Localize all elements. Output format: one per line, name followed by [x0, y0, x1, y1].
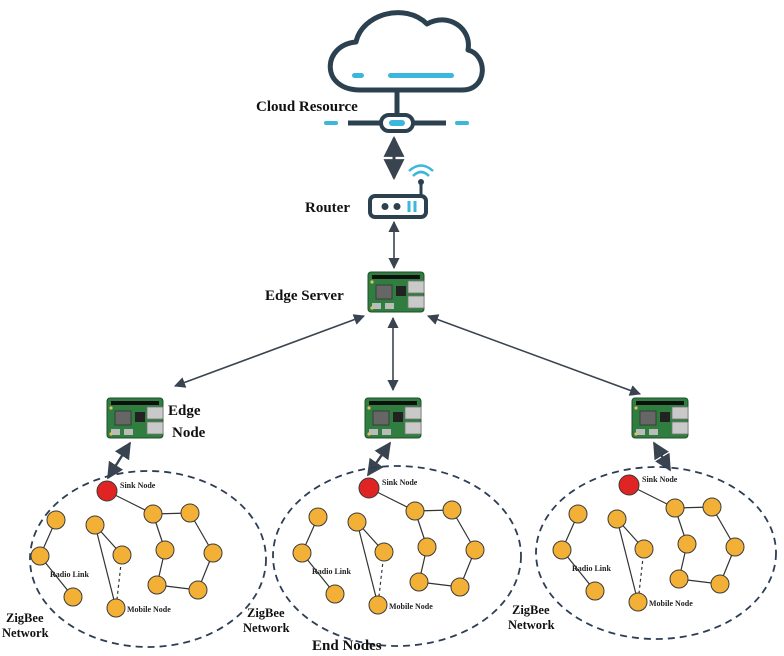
radio-link	[94, 524, 117, 609]
sink-node	[358, 477, 380, 499]
radio-link-label: Radio Link	[312, 567, 351, 576]
sensor-node	[465, 540, 485, 560]
sensor-node	[143, 504, 163, 524]
sensor-node	[405, 501, 425, 521]
sensor-node	[46, 510, 66, 530]
edge-node-label-line1: Edge	[168, 403, 201, 419]
sensor-node	[634, 539, 654, 559]
zigbee-network-label-line1: ZigBee	[512, 603, 550, 617]
radio-link-label: Radio Link	[572, 564, 611, 573]
sensor-node	[628, 592, 648, 612]
sensor-node	[552, 540, 572, 560]
sensor-node	[30, 546, 50, 566]
sensor-node	[702, 497, 722, 517]
edge-node-board-icon	[106, 397, 164, 439]
sensor-node	[63, 587, 83, 607]
zigbee-network-label-line1: ZigBee	[247, 606, 285, 620]
cluster-boundary	[535, 466, 777, 640]
zigbee-network-label-line2: Network	[243, 621, 290, 635]
sensor-node	[147, 575, 167, 595]
sensor-node	[417, 537, 437, 557]
arrow-node-sink-left	[106, 441, 132, 480]
arrow-server-node-left	[173, 314, 366, 388]
radio-link-label: Radio Link	[50, 570, 89, 579]
sink-node-label: Sink Node	[120, 481, 156, 490]
sensor-node	[585, 581, 605, 601]
edge-server-label: Edge Server	[265, 288, 344, 304]
edge-node-label-line2: Node	[172, 425, 206, 441]
radio-link	[356, 521, 379, 606]
sink-node-label: Sink Node	[642, 475, 678, 484]
zigbee-network-label-line1: ZigBee	[6, 611, 44, 625]
sensor-node	[665, 498, 685, 518]
mobile-node-label: Mobile Node	[127, 605, 171, 614]
sensor-node	[112, 545, 132, 565]
arrow-node-sink-center	[367, 441, 391, 477]
sensor-node	[368, 595, 388, 615]
sensor-node	[188, 580, 208, 600]
sink-node	[618, 474, 640, 496]
sensor-node	[677, 534, 697, 554]
cloud-resource-label: Cloud Resource	[256, 99, 358, 115]
sensor-node	[85, 515, 105, 535]
sensor-node	[347, 512, 367, 532]
mobile-node-label: Mobile Node	[389, 602, 433, 611]
arrow-server-node-right	[426, 314, 642, 396]
sensor-node	[442, 500, 462, 520]
radio-link	[616, 518, 639, 603]
router-icon	[368, 164, 434, 219]
sensor-node	[106, 598, 126, 618]
sink-node	[96, 480, 118, 502]
sensor-node	[669, 569, 689, 589]
sensor-node	[203, 543, 223, 563]
sensor-node	[155, 540, 175, 560]
cluster-boundary	[29, 470, 267, 648]
arrow-node-sink-right	[652, 441, 672, 472]
cluster-boundary	[272, 465, 522, 647]
connection-arrows	[106, 135, 672, 480]
sensor-node	[607, 509, 627, 529]
zigbee-network-label-line2: Network	[2, 626, 49, 640]
sensor-node	[292, 543, 312, 563]
zigbee-network-label-line2: Network	[508, 618, 555, 632]
router-label: Router	[305, 200, 350, 216]
edge-node-board-icon	[364, 397, 422, 439]
cloud-icon	[324, 10, 485, 133]
sensor-node	[374, 542, 394, 562]
sensor-node	[325, 584, 345, 604]
mobile-node-label: Mobile Node	[649, 599, 693, 608]
sensor-node	[710, 574, 730, 594]
end-nodes-label: End Nodes	[312, 638, 382, 654]
sensor-node	[568, 504, 588, 524]
sensor-node	[180, 503, 200, 523]
sensor-node	[409, 572, 429, 592]
sink-node-label: Sink Node	[382, 478, 418, 487]
sensor-node	[450, 577, 470, 597]
edge-server-board-icon	[367, 271, 425, 313]
edge-node-board-icon	[631, 397, 689, 439]
sensor-node	[308, 507, 328, 527]
sensor-node	[725, 537, 745, 557]
